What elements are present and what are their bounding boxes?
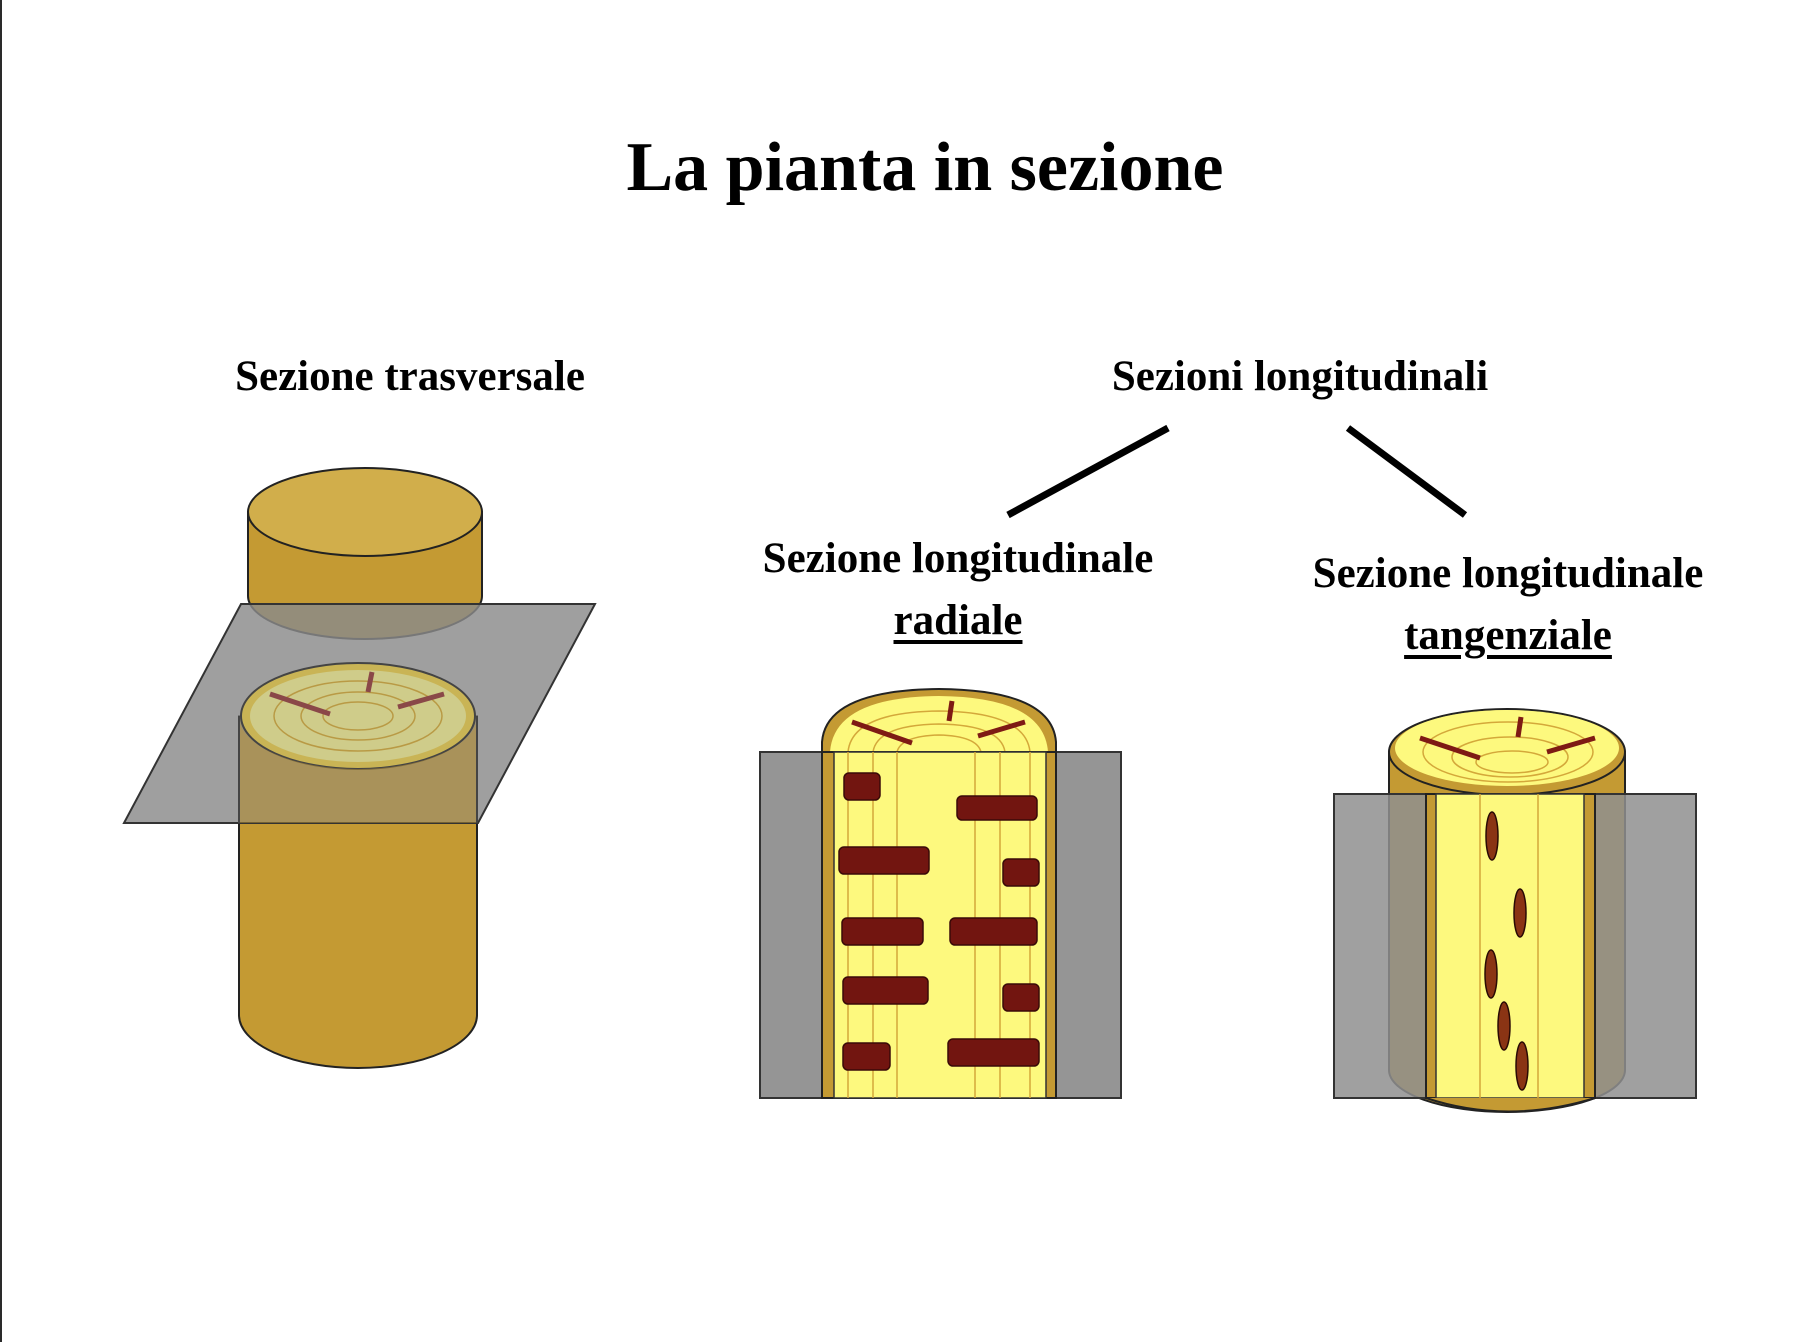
ray-band	[1002, 858, 1040, 887]
ray-band	[956, 795, 1038, 821]
cross-section-face	[240, 662, 476, 770]
radial-section-figure	[759, 687, 1122, 1099]
radial-label-line2: radiale	[893, 597, 1023, 644]
ray-mark	[946, 700, 955, 722]
transverse-section-label: Sezione trasversale	[235, 353, 585, 400]
radial-label-line1: Sezione longitudinale	[762, 535, 1154, 582]
ray-band	[843, 772, 881, 801]
transverse-section-figure	[122, 467, 597, 1069]
ray-mark	[397, 691, 445, 710]
ray-mark	[269, 691, 331, 717]
ray-band	[842, 976, 929, 1005]
tangential-label-line1: Sezione longitudinale	[1312, 550, 1704, 597]
tangential-section-label: Sezione longitudinale tangenziale	[1250, 543, 1766, 667]
ray-band	[1002, 983, 1040, 1012]
ray-band	[949, 917, 1038, 946]
ray-spindle	[1484, 949, 1498, 999]
ray-band	[947, 1038, 1040, 1067]
ray-band	[842, 1042, 891, 1071]
ray-spindle	[1485, 811, 1499, 861]
window-left-border	[0, 0, 2, 1342]
tangential-section-figure	[1333, 708, 1697, 1113]
ray-mark	[365, 671, 375, 693]
radial-section-label: Sezione longitudinale radiale	[700, 528, 1216, 652]
page-title: La pianta in sezione	[626, 129, 1224, 206]
ray-mark	[1546, 735, 1596, 755]
ray-mark	[977, 719, 1026, 739]
connector-line-radial	[1006, 424, 1170, 519]
ray-band	[841, 917, 924, 946]
ray-mark	[1515, 716, 1524, 738]
longitudinal-sections-label: Sezioni longitudinali	[1111, 353, 1489, 400]
ray-spindle	[1513, 888, 1527, 938]
ray-band	[838, 846, 930, 875]
ray-mark	[851, 719, 913, 746]
connector-line-tangential	[1345, 425, 1468, 518]
tangential-label-line2: tangenziale	[1404, 612, 1612, 659]
ray-spindle	[1515, 1041, 1529, 1091]
ray-spindle	[1497, 1001, 1511, 1051]
ray-mark	[1419, 735, 1481, 761]
